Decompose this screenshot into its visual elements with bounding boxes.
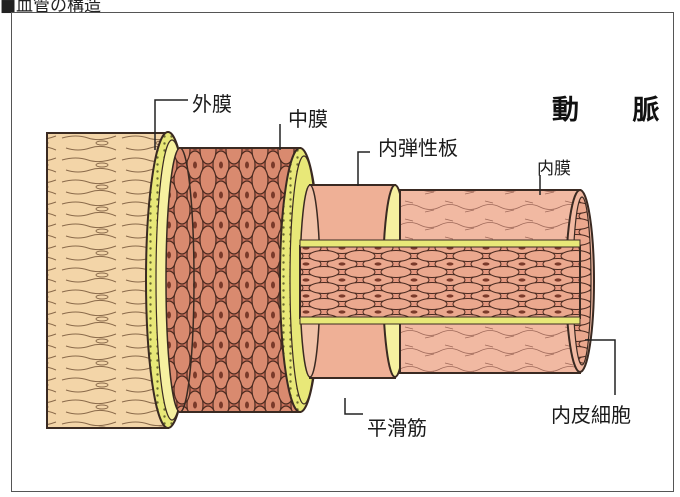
diagram-heading: 動 脈 — [552, 88, 680, 127]
label-internal-elastic-lamina: 内弾性板 — [378, 132, 458, 161]
smooth-muscle-band — [300, 240, 580, 324]
label-adventitia: 外膜 — [192, 88, 232, 117]
media-layer — [166, 148, 320, 412]
label-endothelial-cell: 内皮細胞 — [551, 399, 631, 428]
label-media: 中膜 — [288, 103, 328, 132]
label-smooth-muscle: 平滑筋 — [367, 412, 427, 441]
label-intima: 内膜 — [537, 154, 571, 179]
